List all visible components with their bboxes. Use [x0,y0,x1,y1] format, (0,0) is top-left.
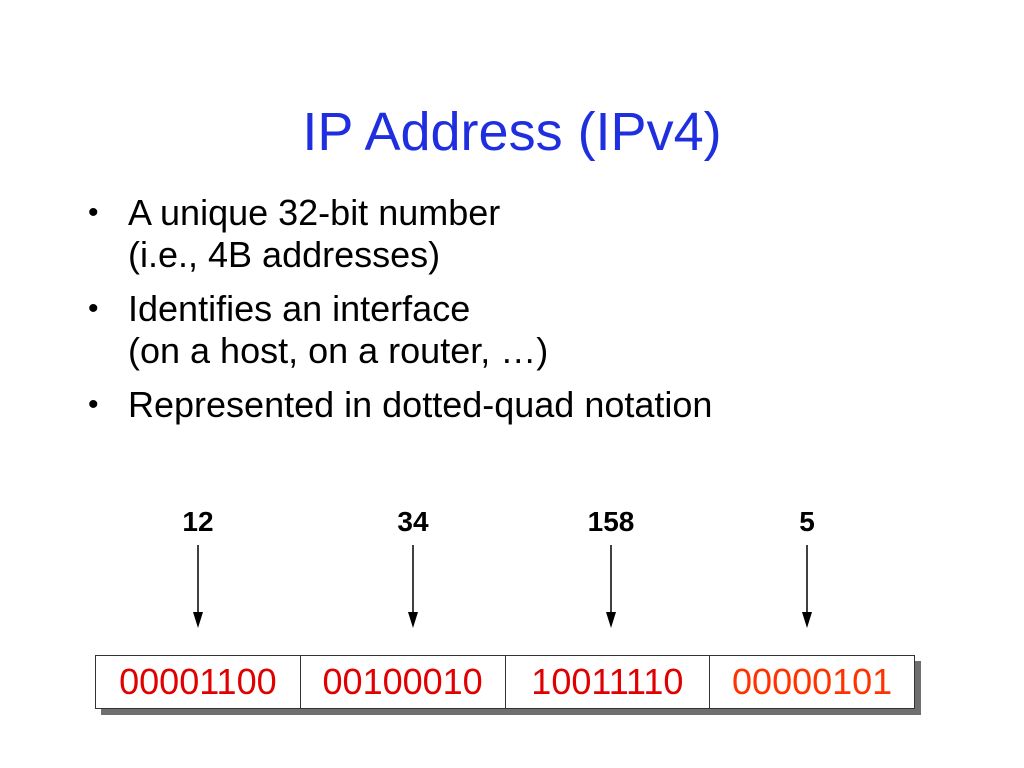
binary-octet-value: 00100010 [322,661,483,702]
down-arrow-icon [408,545,418,628]
bullet-line: (i.e., 4B addresses) [128,234,441,275]
bullet-icon: • [88,196,99,229]
bullet-icon: • [88,388,99,421]
octet-decimal-label: 5 [799,506,815,537]
octet-decimal-label: 158 [587,506,635,537]
bullet-item: • A unique 32-bit number (i.e., 4B addre… [88,192,988,276]
bullet-line: A unique 32-bit number [128,192,501,233]
down-arrow-icon [802,545,812,628]
bullet-line: (on a host, on a router, …) [128,330,549,371]
bullet-item: • Represented in dotted-quad notation [88,384,988,426]
binary-octet-value: 00000101 [732,661,893,702]
octet-decimal-label: 34 [397,506,429,537]
bullet-icon: • [88,292,99,325]
bullet-list: • A unique 32-bit number (i.e., 4B addre… [88,192,988,438]
binary-octet-value: 10011110 [531,661,684,702]
binary-octet-cell: 00000101 [710,656,914,708]
octet-decimal-label: 12 [182,506,214,537]
binary-octet-cell: 00001100 [96,656,301,708]
bullet-line: Represented in dotted-quad notation [128,384,713,425]
bullet-line: Identifies an interface [128,288,471,329]
bullet-item: • Identifies an interface (on a host, on… [88,288,988,372]
binary-octet-value: 00001100 [119,661,277,702]
slide-title: IP Address (IPv4) [302,102,722,162]
down-arrow-icon [606,545,616,628]
binary-octet-cell: 00100010 [301,656,506,708]
down-arrow-icon [193,545,203,628]
binary-octet-table: 00001100 00100010 10011110 00000101 [95,655,915,709]
binary-octet-cell: 10011110 [506,656,711,708]
